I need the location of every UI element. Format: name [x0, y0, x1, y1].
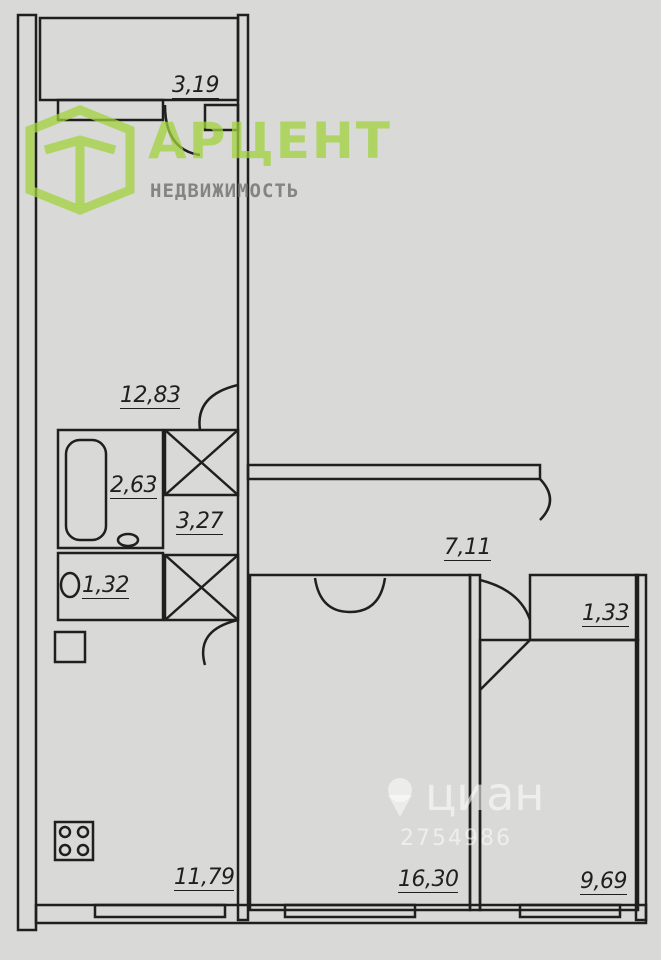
area-toilet: 1,32 — [82, 573, 129, 599]
door-swing — [201, 618, 239, 666]
door-swing — [479, 639, 531, 691]
bottom-wall — [34, 903, 648, 925]
door-swing — [163, 104, 201, 157]
area-room-right: 9,69 — [580, 869, 627, 895]
area-balcony: 3,19 — [172, 73, 219, 99]
area-corridor: 3,27 — [176, 509, 223, 535]
door-swing — [539, 478, 552, 521]
outer-right-wall — [634, 573, 648, 922]
storage-outline — [528, 573, 640, 642]
agency-logo-text: АРЦЕНТ — [148, 112, 392, 170]
wall-segment — [468, 573, 482, 912]
sink-icon — [116, 532, 140, 548]
wall-segment — [203, 103, 240, 132]
kitchen-sink-icon — [53, 630, 87, 664]
window — [93, 903, 227, 919]
toilet-icon — [59, 571, 81, 599]
middle-room-outline — [248, 573, 472, 912]
outer-left-wall — [16, 13, 38, 932]
shaft-outline — [163, 553, 240, 622]
bathroom-outline — [56, 428, 165, 550]
stove-icon — [53, 820, 95, 862]
area-kitchen: 11,79 — [174, 865, 235, 891]
window — [283, 903, 417, 919]
double-door-swing — [313, 577, 387, 614]
partition-wall — [246, 463, 542, 481]
cian-pin-icon — [388, 778, 412, 817]
cian-watermark: циан — [425, 767, 545, 821]
door-swing — [479, 578, 532, 621]
area-room-middle: 16,30 — [398, 867, 459, 893]
window — [518, 903, 622, 919]
shaft-outline — [163, 428, 240, 497]
agency-logo-icon — [25, 105, 135, 215]
bathtub-icon — [64, 438, 108, 542]
door-swing — [198, 383, 239, 431]
cian-listing-id: 2754986 — [400, 826, 512, 851]
agency-logo-subtitle: НЕДВИЖИМОСТЬ — [150, 180, 300, 202]
shaft-cross — [164, 554, 239, 621]
area-bathroom: 2,63 — [110, 473, 157, 499]
area-storage: 1,33 — [582, 601, 629, 627]
toilet-outline — [56, 551, 165, 622]
area-hall: 7,11 — [444, 535, 491, 561]
area-room-top: 12,83 — [120, 383, 181, 409]
shaft-cross — [164, 429, 239, 496]
